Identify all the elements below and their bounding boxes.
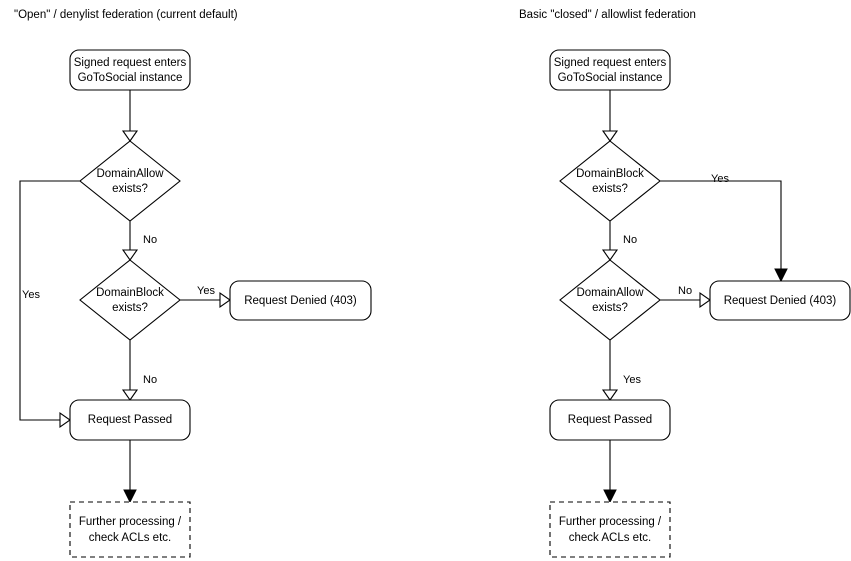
- arrowhead-passed-to-further-left: [123, 489, 137, 504]
- node-request-denied-left: Request Denied (403): [229, 280, 372, 321]
- arrowhead-domainallow-yes-left: [59, 411, 71, 429]
- node-signed-request-enters-left: Signed request enters GoToSocial instanc…: [69, 49, 191, 91]
- edge-label-domainallow-no-left: No: [143, 234, 157, 246]
- node-request-passed-label-left: Request Passed: [88, 414, 172, 426]
- node-request-denied-label-right: Request Denied (403): [724, 295, 837, 307]
- edge-domainallow-yes-left: [19, 180, 80, 421]
- node-domainallow-label-line1-left: DomainAllow: [96, 168, 164, 180]
- node-domainallow-label-line2-right: exists?: [592, 302, 628, 314]
- edge-label-domainblock-yes-right: Yes: [711, 173, 729, 185]
- node-start-label-line1-left: Signed request enters: [74, 57, 187, 69]
- arrowhead-domainblock-yes-left: [219, 291, 231, 309]
- node-domainallow-shape-right: [559, 259, 661, 341]
- node-start-label-line1-right: Signed request enters: [554, 57, 667, 69]
- node-signed-request-enters-right: Signed request enters GoToSocial instanc…: [549, 49, 671, 91]
- arrowhead-domainallow-no-right: [699, 291, 711, 309]
- node-domainblock-shape-left: [79, 259, 181, 341]
- node-domainallow-label-line1-right: DomainAllow: [576, 287, 644, 299]
- node-domainallow-shape-left: [79, 140, 181, 222]
- node-domainblock-exists-left: DomainBlock exists?: [79, 259, 181, 341]
- node-request-denied-label-left: Request Denied (403): [244, 295, 357, 307]
- arrowhead-domainallow-yes-right: [601, 389, 619, 401]
- node-further-processing-left: Further processing / check ACLs etc.: [69, 501, 191, 558]
- edge-label-domainallow-yes-right: Yes: [623, 374, 641, 386]
- edge-label-domainblock-no-right: No: [623, 234, 637, 246]
- node-request-denied-shape-left: [229, 280, 372, 321]
- panel-open-denylist: "Open" / denylist federation (current de…: [14, 9, 372, 558]
- arrowhead-start-to-domainallow-left: [121, 130, 139, 142]
- node-domainblock-label-line2-right: exists?: [592, 183, 628, 195]
- edge-label-domainblock-no-left: No: [143, 374, 157, 386]
- node-further-processing-label-line1-left: Further processing /: [79, 516, 182, 528]
- node-domainblock-label-line2-left: exists?: [112, 302, 148, 314]
- arrowhead-domainblock-yes-right: [774, 268, 788, 283]
- node-start-label-line2-left: GoToSocial instance: [78, 72, 183, 84]
- node-domainallow-exists-left: DomainAllow exists?: [79, 140, 181, 222]
- node-request-passed-right: Request Passed: [549, 399, 671, 441]
- edge-label-domainallow-no-right: No: [678, 285, 692, 297]
- node-request-passed-label-right: Request Passed: [568, 414, 652, 426]
- node-domainblock-shape-right: [559, 140, 661, 222]
- node-domainblock-exists-right: DomainBlock exists?: [559, 140, 661, 222]
- node-start-label-line2-right: GoToSocial instance: [558, 72, 663, 84]
- node-further-processing-shape-right: [549, 501, 671, 558]
- panel-closed-allowlist: Basic "closed" / allowlist federation Si…: [519, 9, 851, 558]
- edge-label-domainblock-yes-left: Yes: [197, 285, 215, 297]
- node-further-processing-shape-left: [69, 501, 191, 558]
- arrowhead-start-to-domainblock-right: [601, 130, 619, 142]
- panel-title-closed-allowlist: Basic "closed" / allowlist federation: [519, 9, 696, 21]
- node-further-processing-right: Further processing / check ACLs etc.: [549, 501, 671, 558]
- node-request-denied-shape-right: [709, 280, 851, 321]
- node-further-processing-label-line2-left: check ACLs etc.: [89, 532, 171, 544]
- node-domainallow-exists-right: DomainAllow exists?: [559, 259, 661, 341]
- panel-title-open-denylist: "Open" / denylist federation (current de…: [14, 9, 238, 21]
- edge-label-domainallow-yes-left: Yes: [22, 289, 40, 301]
- arrowhead-domainallow-no-left: [121, 249, 139, 261]
- node-request-passed-left: Request Passed: [69, 399, 191, 441]
- node-domainallow-label-line2-left: exists?: [112, 183, 148, 195]
- arrowhead-domainblock-no-left: [121, 389, 139, 401]
- node-further-processing-label-line2-right: check ACLs etc.: [569, 532, 651, 544]
- node-domainblock-label-line1-right: DomainBlock: [576, 168, 644, 180]
- node-request-denied-right: Request Denied (403): [709, 280, 851, 321]
- arrowhead-passed-to-further-right: [603, 489, 617, 504]
- node-further-processing-label-line1-right: Further processing /: [559, 516, 662, 528]
- arrowhead-domainblock-no-right: [601, 249, 619, 261]
- node-domainblock-label-line1-left: DomainBlock: [96, 287, 164, 299]
- edge-domainblock-yes-right: [660, 180, 782, 275]
